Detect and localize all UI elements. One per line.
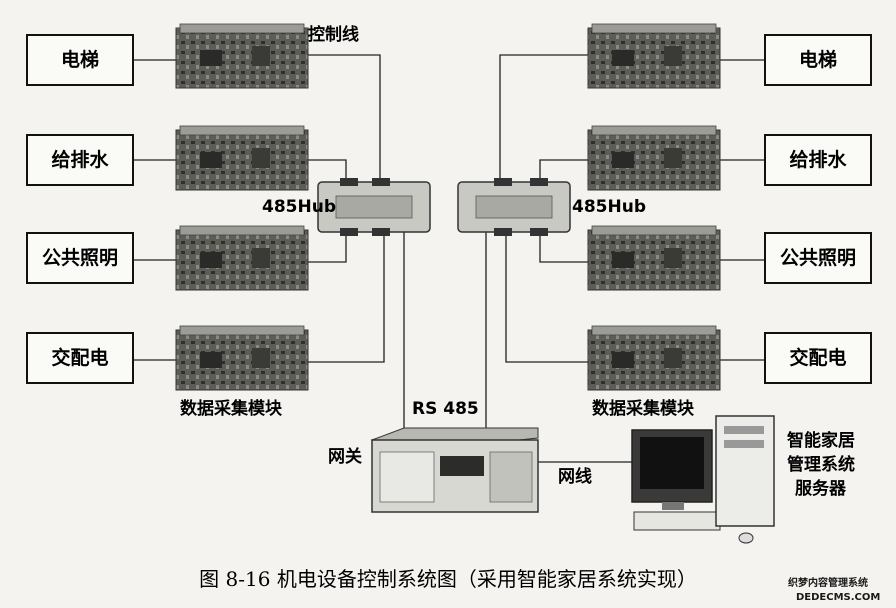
wires [133, 54, 765, 463]
right-box-elevator-label: 电梯 [799, 48, 837, 71]
left-hub [317, 178, 431, 236]
left-module-label: 数据采集模块 [180, 398, 283, 419]
gateway-label: 网关 [328, 446, 362, 467]
server-label-line-3: 服务器 [795, 478, 847, 499]
watermark-line-2: DEDECMS.COM [796, 592, 880, 603]
right-box-water-label: 给排水 [789, 148, 847, 171]
right-box-lighting-label: 公共照明 [780, 247, 856, 269]
right-box-elevator: 电梯 [764, 34, 872, 86]
gateway-device [370, 427, 539, 513]
left-box-power-label: 交配电 [51, 346, 108, 369]
left-box-water: 给排水 [26, 134, 134, 186]
left-device-boxes: 电梯 给排水 公共照明 交配电 [26, 34, 134, 384]
right-module-label: 数据采集模块 [592, 398, 695, 419]
right-module-3 [587, 225, 721, 291]
left-box-lighting-label: 公共照明 [42, 247, 118, 269]
right-module-2 [587, 125, 721, 191]
left-box-elevator-label: 电梯 [61, 48, 99, 71]
bus-label: RS 485 [412, 399, 479, 419]
right-hub [457, 178, 571, 236]
right-box-power: 交配电 [764, 332, 872, 384]
right-box-water: 给排水 [764, 134, 872, 186]
figure-caption: 图 8-16 机电设备控制系统图（采用智能家居系统实现） [199, 567, 697, 591]
right-hub-label: 485Hub [572, 197, 646, 217]
left-module-2 [175, 125, 309, 191]
watermark: 织梦内容管理系统 DEDECMS.COM [788, 576, 880, 603]
left-module-1 [175, 23, 309, 89]
left-box-lighting: 公共照明 [26, 232, 134, 284]
left-hub-label: 485Hub [262, 197, 336, 217]
network-line-label: 网线 [558, 466, 592, 487]
server-label-line-2: 管理系统 [787, 454, 855, 475]
right-box-power-label: 交配电 [789, 346, 846, 369]
right-device-boxes: 电梯 给排水 公共照明 交配电 [764, 34, 872, 384]
left-box-water-label: 给排水 [51, 148, 109, 171]
watermark-line-1: 织梦内容管理系统 [788, 576, 868, 589]
left-modules [175, 23, 309, 391]
server-label-line-1: 智能家居 [787, 430, 855, 451]
left-box-power: 交配电 [26, 332, 134, 384]
right-box-lighting: 公共照明 [764, 232, 872, 284]
left-module-4 [175, 325, 309, 391]
left-box-elevator: 电梯 [26, 34, 134, 86]
right-module-1 [587, 23, 721, 89]
control-line-label: 控制线 [308, 24, 359, 45]
right-module-4 [587, 325, 721, 391]
server-computer-icon [631, 415, 775, 544]
right-modules [587, 23, 721, 391]
left-module-3 [175, 225, 309, 291]
